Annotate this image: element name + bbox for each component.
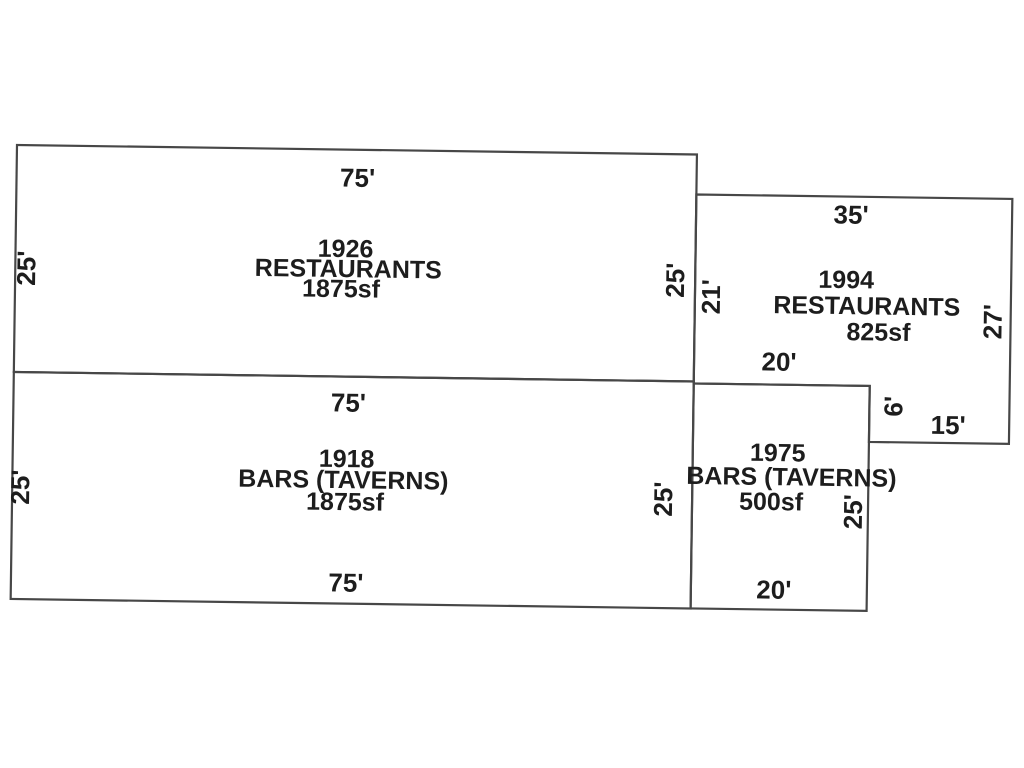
unit-1994-area: 825sf — [846, 318, 911, 347]
unit-1994-type: RESTAURANTS — [773, 291, 961, 322]
dim-1994-bottom-right: 15' — [930, 409, 966, 441]
dim-1994-top: 35' — [833, 199, 869, 230]
dim-1926-right: 25' — [659, 262, 691, 298]
dim-1994-right: 27' — [977, 303, 1008, 340]
dim-1918-left: 25' — [4, 469, 36, 505]
dim-1926-top: 75' — [339, 162, 376, 194]
dim-1994-left: 21' — [695, 278, 727, 315]
dim-1918-right: 25' — [647, 481, 679, 517]
dim-1918-bottom: 75' — [328, 567, 364, 598]
unit-1926-area: 1875sf — [301, 274, 381, 304]
dim-1994-notch: 6' — [878, 395, 909, 417]
dim-1926-left: 25' — [11, 250, 42, 286]
unit-1975-area: 500sf — [738, 487, 804, 517]
unit-1918-area: 1875sf — [305, 487, 385, 517]
unit-1975-outline — [689, 382, 871, 613]
dim-1918-top: 75' — [330, 387, 367, 418]
dim-1975-bottom: 20' — [756, 574, 792, 605]
dim-1975-right: 25' — [837, 493, 869, 530]
dim-1994-bottom-left: 20' — [761, 346, 797, 377]
unit-1994-number: 1994 — [818, 265, 875, 295]
